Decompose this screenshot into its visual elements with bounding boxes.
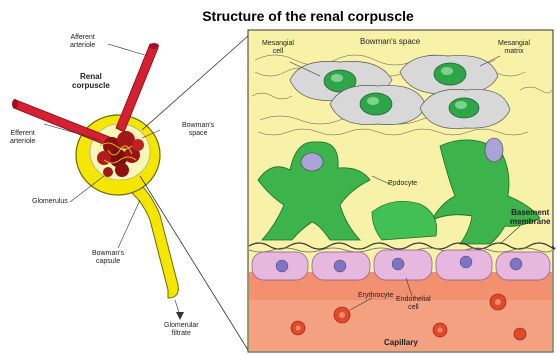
afferent-arteriole-label: Afferent arteriole — [70, 34, 95, 50]
mesangial-cell — [420, 89, 510, 128]
zoom-connector-lines — [140, 36, 248, 350]
bowmans-capsule-label: Bowman's capsule — [92, 250, 124, 266]
bowmans-space-right-label: Bowman's space — [360, 38, 420, 46]
glomerular-filtrate-label: Glomerular filtrate — [164, 322, 199, 338]
efferent-arteriole-label: Efferent arteriole — [10, 130, 35, 146]
podocyte-label: Podocyte — [388, 180, 417, 188]
erythrocyte-label: Erythrocyte — [358, 292, 393, 300]
endothelial-cells — [252, 250, 550, 280]
mesangial-matrix-label: Mesangial matrix — [498, 40, 530, 56]
endothelial-cell-label: Endothelial cell — [396, 296, 431, 312]
mesangial-cell-label: Mesangial cell — [262, 40, 294, 56]
mesangial-cell — [400, 55, 498, 94]
basement-membrane-label: Basement membrane — [510, 208, 550, 226]
renal-corpuscle-label: Renal corpuscle — [72, 72, 110, 90]
glomerulus-label: Glomerulus — [32, 198, 68, 206]
bowmans-space-left-label: Bowman's space — [182, 122, 214, 138]
mesangial-cell — [330, 85, 426, 124]
capillary-label: Capillary — [384, 338, 418, 347]
